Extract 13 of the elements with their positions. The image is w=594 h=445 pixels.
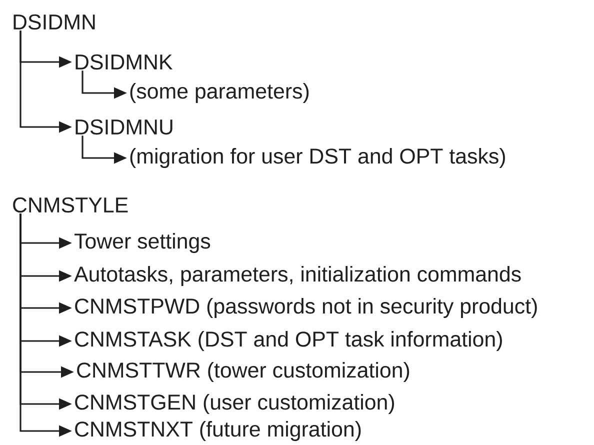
tree-item-label: CNMSTTWR (tower customization)	[77, 362, 410, 382]
tree-item-label: (some parameters)	[130, 83, 309, 103]
tree-item-label: Tower settings	[74, 233, 210, 253]
tree-item-label: CNMSTNXT (future migration)	[75, 421, 361, 441]
tree-item-label: CNMSTASK (DST and OPT task information)	[75, 331, 502, 351]
tree-item-label: Autotasks, parameters, initialization commands	[74, 266, 521, 286]
tree-root-label: DSIDMN	[14, 14, 95, 30]
tree-item-label: CNMSTGEN (user customization)	[75, 394, 394, 414]
tree-item-label: CNMSTPWD (passwords not in security product)	[75, 298, 537, 318]
tree-item-label: DSIDMNU	[76, 119, 172, 135]
tree-root-label: CNMSTYLE	[13, 197, 128, 213]
tree-item-label: (migration for user DST and OPT tasks)	[130, 148, 505, 168]
tree-item-label: DSIDMNK	[76, 54, 173, 70]
